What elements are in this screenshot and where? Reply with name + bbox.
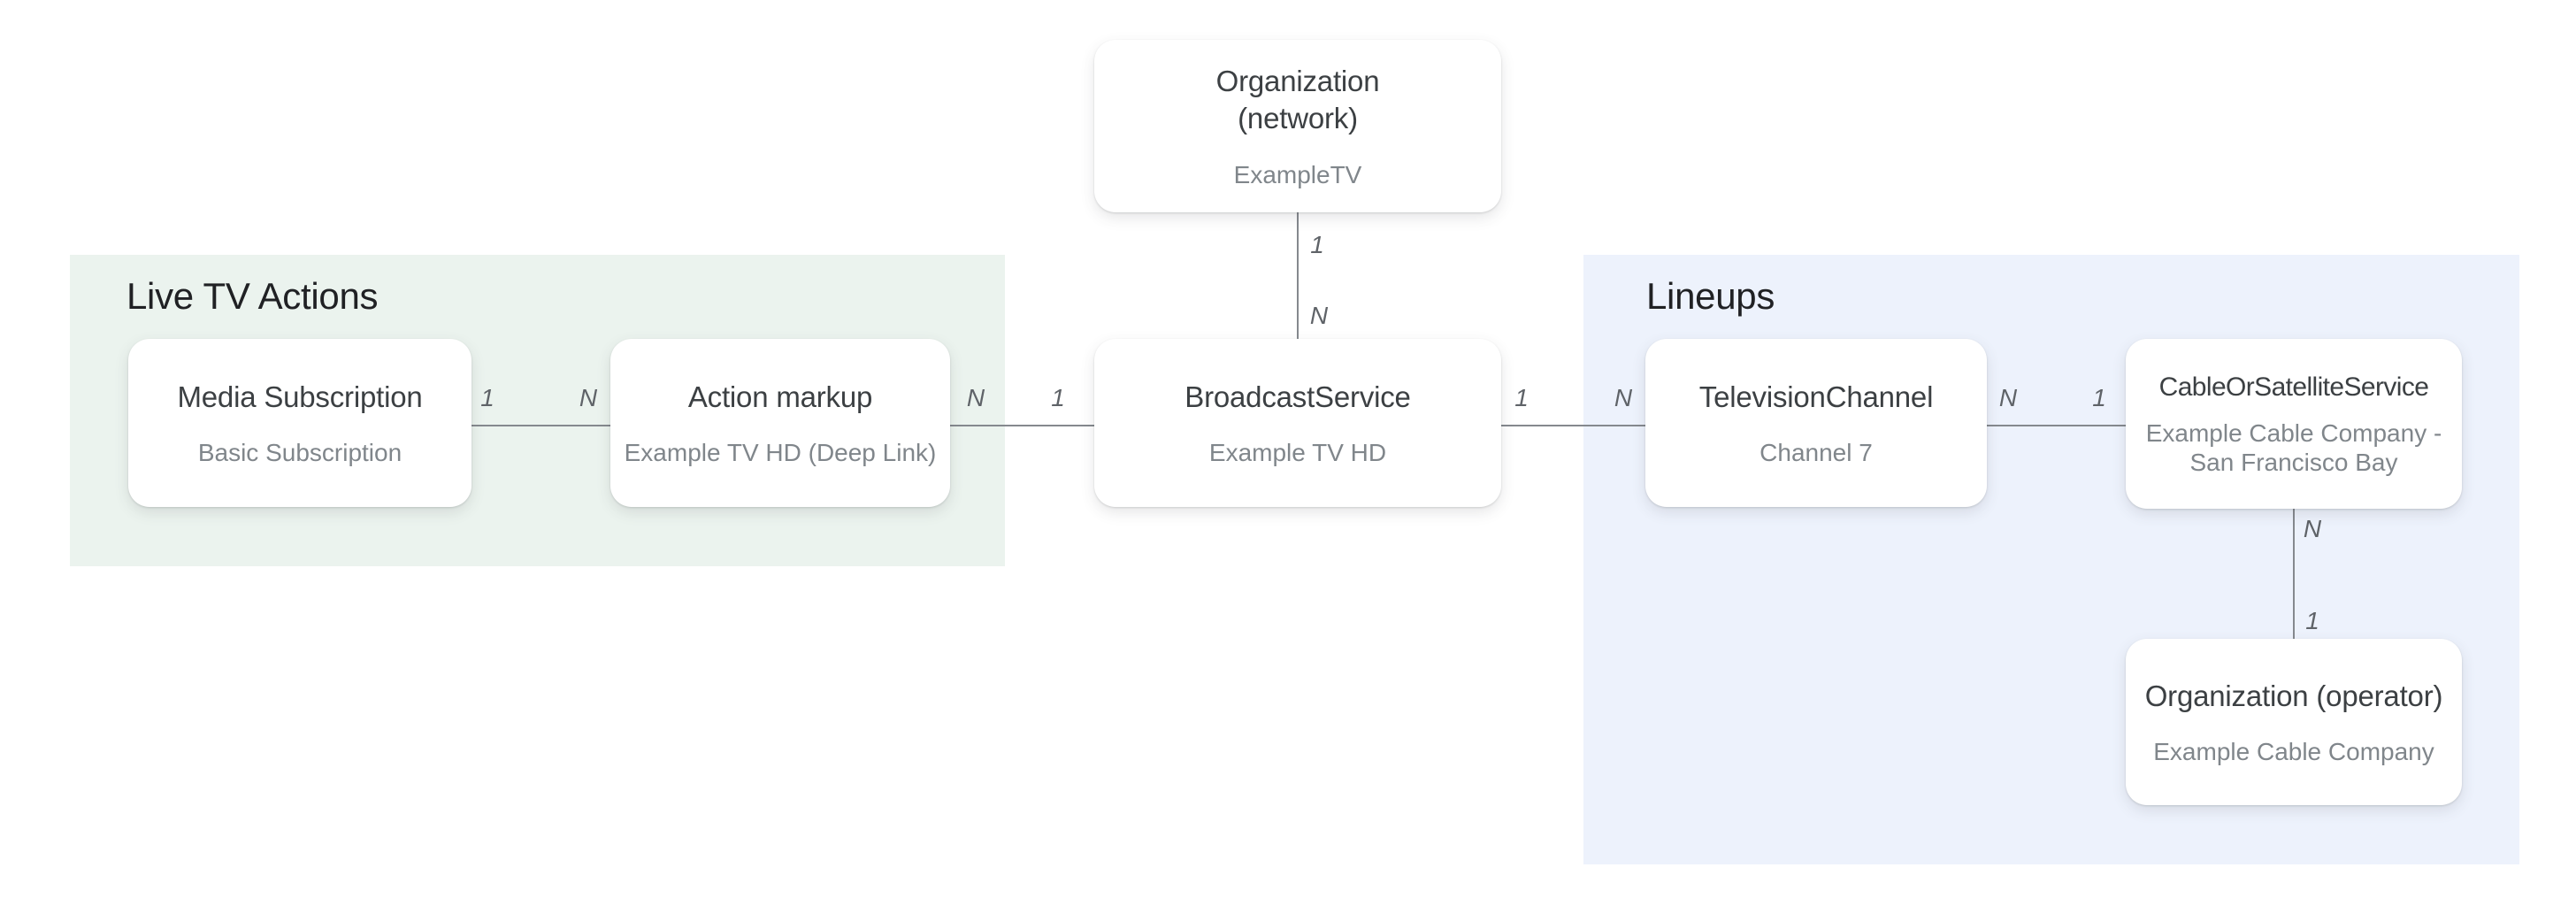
cardinality-label: 1 [1051,384,1065,411]
connector-action-markup-broadcast-service [948,425,1095,426]
entity-title: Media Subscription [177,380,423,413]
entity-media-subscription: Media Subscription Basic Subscription [128,339,472,507]
entity-title: Organization (operator) [2144,679,2443,712]
entity-title: TelevisionChannel [1698,380,1934,413]
cardinality-label: N [1614,384,1633,411]
entity-subtitle: Example TV HD (Deep Link) [624,439,937,467]
cardinality-label: N [1309,302,1329,329]
cardinality-label: 1 [1514,384,1529,411]
entity-action-markup: Action markup Example TV HD (Deep Link) [610,339,950,507]
entity-organization-network: Organization (network) ExampleTV [1094,40,1501,212]
connector-television-channel-cable-or-satellite-service [1987,425,2126,426]
entity-title: BroadcastService [1184,380,1411,413]
cardinality-label: 1 [1310,231,1324,258]
entity-title: Action markup [687,380,873,413]
entity-title: CableOrSatelliteService [2158,372,2429,403]
cardinality-label: 1 [2092,384,2106,411]
connector-broadcast-service-television-channel [1501,425,1645,426]
entity-organization-operator: Organization (operator) Example Cable Co… [2126,639,2462,805]
entity-subtitle: ExampleTV [1233,160,1362,188]
entity-television-channel: TelevisionChannel Channel 7 [1645,339,1987,507]
connector-organization-network-broadcast-service [1297,212,1299,339]
entity-broadcast-service: BroadcastService Example TV HD [1094,339,1501,507]
cardinality-label: N [966,384,985,411]
entity-subtitle: Example Cable Company - San Francisco Ba… [2145,418,2442,476]
cardinality-label: 1 [2305,607,2319,634]
entity-cable-or-satellite-service: CableOrSatelliteService Example Cable Co… [2126,339,2462,509]
entity-subtitle: Example Cable Company [2153,738,2434,766]
cardinality-label: N [2303,515,2322,542]
cardinality-label: N [1998,384,2018,411]
connector-media-subscription-action-markup [469,425,614,426]
entity-subtitle: Channel 7 [1760,439,1873,467]
cardinality-label: N [579,384,598,411]
region-title-lineups: Lineups [1646,275,1775,317]
cardinality-label: 1 [480,384,494,411]
connector-cable-or-satellite-service-organization-operator [2293,508,2295,639]
entity-title: Organization (network) [1215,65,1380,134]
entity-subtitle: Example TV HD [1208,439,1387,467]
entity-subtitle: Basic Subscription [197,439,402,467]
region-title-live-tv-actions: Live TV Actions [126,275,379,317]
